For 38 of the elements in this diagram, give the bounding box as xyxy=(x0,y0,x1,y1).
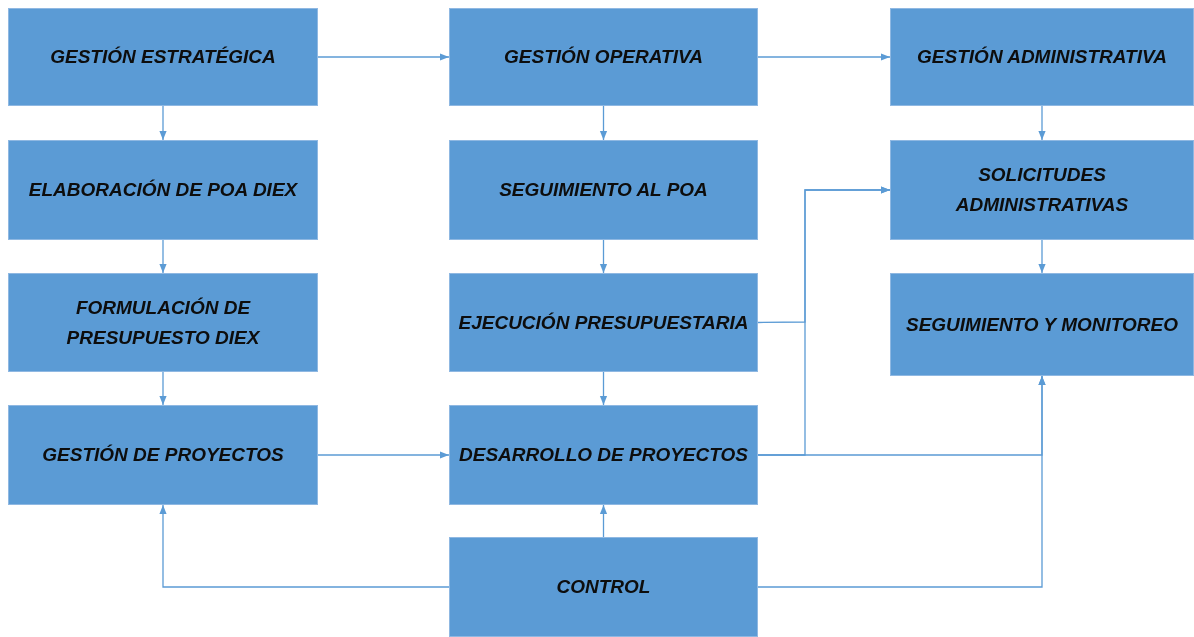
box-label: SEGUIMIENTO AL POA xyxy=(499,178,708,202)
process-box xyxy=(449,405,758,505)
arrow xyxy=(317,53,450,61)
process-box xyxy=(8,405,318,505)
box-label: DESARROLLO DE PROYECTOS xyxy=(459,443,748,467)
arrow xyxy=(757,53,891,61)
arrow xyxy=(159,504,450,588)
box-label: GESTIÓN OPERATIVA xyxy=(504,45,703,69)
arrow xyxy=(317,451,450,459)
box-label: CONTROL xyxy=(556,575,651,599)
process-box xyxy=(449,8,758,106)
arrow xyxy=(159,105,167,141)
process-box xyxy=(890,140,1194,240)
arrow xyxy=(1038,105,1046,141)
box-label: SEGUIMIENTO Y MONITOREO xyxy=(906,312,1178,337)
box-label: FORMULACIÓN DE PRESUPUESTO DIEX xyxy=(65,295,261,350)
arrow xyxy=(757,375,1046,456)
arrow xyxy=(599,239,608,274)
arrow xyxy=(599,105,608,141)
arrow xyxy=(599,504,608,538)
process-box xyxy=(890,273,1194,376)
process-box xyxy=(449,140,758,240)
box-label: GESTIÓN ADMINISTRATIVA xyxy=(917,45,1167,69)
box-label: SOLICITUDES ADMINISTRATIVAS xyxy=(954,163,1130,217)
box-label: GESTIÓN ESTRATÉGICA xyxy=(50,45,276,69)
box-label: EJECUCIÓN PRESUPUESTARIA xyxy=(458,310,749,335)
process-box xyxy=(890,8,1194,106)
box-label: ELABORACIÓN DE POA DIEX xyxy=(28,178,298,202)
arrow xyxy=(159,239,167,274)
process-box xyxy=(449,537,758,637)
arrow xyxy=(159,371,167,406)
process-box xyxy=(8,140,318,240)
arrow xyxy=(599,371,608,406)
process-box xyxy=(8,273,318,372)
process-box xyxy=(8,8,318,106)
arrow xyxy=(1038,239,1046,274)
process-box xyxy=(449,273,758,372)
box-label: GESTIÓN DE PROYECTOS xyxy=(42,443,284,467)
